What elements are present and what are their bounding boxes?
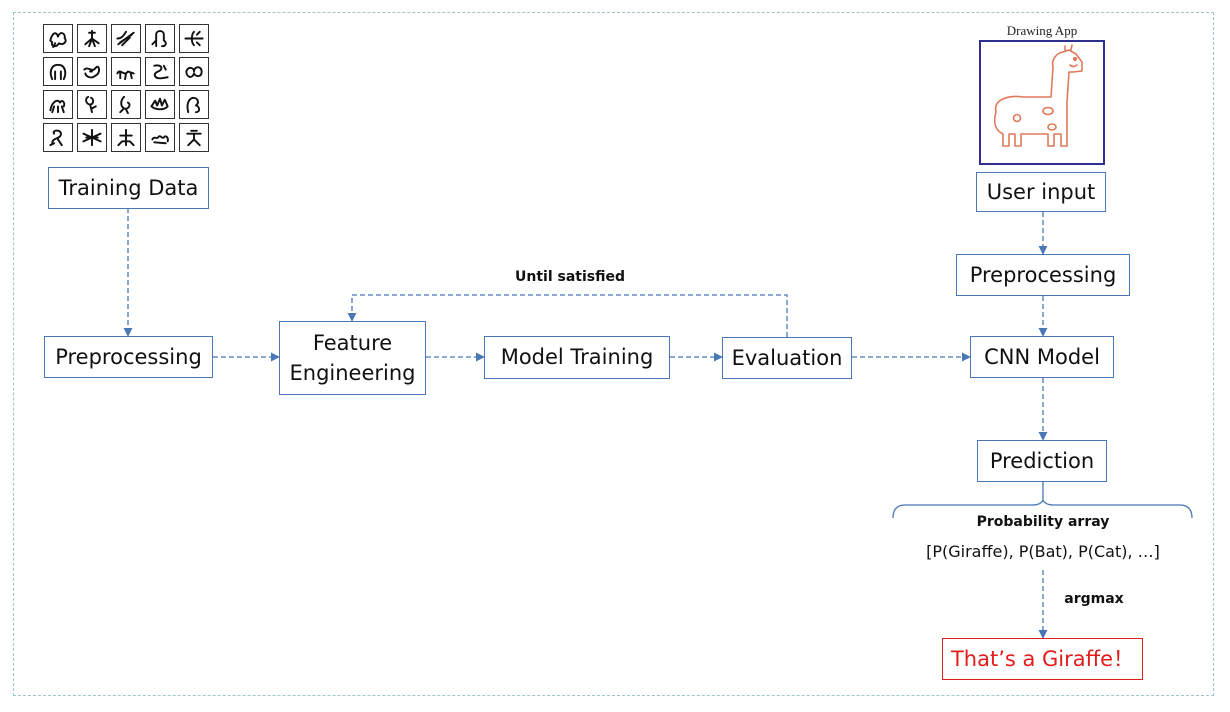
model-training-label: Model Training xyxy=(500,345,654,370)
training-sample xyxy=(77,24,107,53)
training-sample xyxy=(43,24,73,53)
sketch-icon xyxy=(82,128,102,147)
prediction-label: Prediction xyxy=(989,448,1095,473)
user-input-label: User input xyxy=(986,179,1096,204)
training-data-box: Training Data xyxy=(48,167,209,209)
training-sample xyxy=(43,123,73,152)
drawing-canvas xyxy=(979,40,1105,165)
training-sample xyxy=(111,123,141,152)
sketch-icon xyxy=(49,32,67,49)
feature-engineering-line2: Engineering xyxy=(289,361,416,385)
sketch-icon xyxy=(49,99,66,114)
evaluation-label: Evaluation xyxy=(731,345,843,370)
feature-engineering-box: Feature Engineering xyxy=(279,321,426,395)
training-sample xyxy=(111,57,141,86)
cnn-model-box: CNN Model xyxy=(970,336,1114,378)
probability-brace xyxy=(892,498,1193,519)
prediction-box: Prediction xyxy=(977,440,1107,482)
training-sample xyxy=(179,57,209,86)
sketch-icon xyxy=(185,66,203,78)
training-sample xyxy=(43,90,73,119)
sketch-icon xyxy=(153,64,169,80)
training-data-label: Training Data xyxy=(58,175,199,200)
training-sample xyxy=(145,24,175,53)
arrow-until-satisfied-loop xyxy=(347,294,788,337)
result-box: That’s a Giraffe！ xyxy=(942,638,1143,680)
giraffe-drawing-icon xyxy=(993,44,1083,147)
sketch-icon xyxy=(117,128,135,147)
user-input-box: User input xyxy=(976,172,1106,212)
sketch-icon xyxy=(116,70,135,81)
feature-engineering-line1: Feature xyxy=(312,330,393,355)
sketch-icon xyxy=(85,95,97,114)
sketch-icon xyxy=(184,30,204,47)
training-sample xyxy=(145,123,175,152)
evaluation-box: Evaluation xyxy=(722,337,852,379)
sketch-icon xyxy=(116,30,135,47)
preprocessing-label: Preprocessing xyxy=(55,344,202,369)
training-sample xyxy=(145,90,175,119)
until-satisfied-label: Until satisfied xyxy=(515,269,625,285)
training-sample xyxy=(77,123,107,152)
cnn-model-label: CNN Model xyxy=(984,344,1100,369)
training-sample xyxy=(77,57,107,86)
drawing-app-title: Drawing App xyxy=(1006,23,1078,38)
training-sample xyxy=(77,90,107,119)
sketch-icon xyxy=(150,97,169,111)
sketch-icon xyxy=(151,135,169,145)
probability-array-values: [P(Giraffe), P(Bat), P(Cat), …] xyxy=(926,542,1160,561)
sketch-icon xyxy=(151,30,167,48)
training-sample xyxy=(179,123,209,152)
sketch-icon xyxy=(84,29,100,48)
outer-dashed-frame xyxy=(13,12,1214,696)
training-sample xyxy=(111,24,141,53)
sketch-icon xyxy=(49,63,67,81)
app-preprocessing-box: Preprocessing xyxy=(956,254,1130,296)
training-sample xyxy=(179,24,209,53)
training-sample xyxy=(179,90,209,119)
sketch-icon xyxy=(83,65,101,79)
app-preprocessing-label: Preprocessing xyxy=(969,262,1117,287)
model-training-box: Model Training xyxy=(484,336,670,379)
sketch-icon xyxy=(186,129,202,147)
sketch-icon xyxy=(186,96,201,114)
probability-array-title: Probability array xyxy=(976,514,1110,530)
argmax-label: argmax xyxy=(1064,591,1124,607)
training-sample xyxy=(145,57,175,86)
preprocessing-box: Preprocessing xyxy=(44,336,213,378)
training-sample xyxy=(111,90,141,119)
training-sample xyxy=(43,57,73,86)
training-sketch-grid xyxy=(43,24,213,155)
sketch-icon xyxy=(49,129,63,147)
sketch-icon xyxy=(119,95,131,115)
result-label: That’s a Giraffe！ xyxy=(950,646,1135,671)
